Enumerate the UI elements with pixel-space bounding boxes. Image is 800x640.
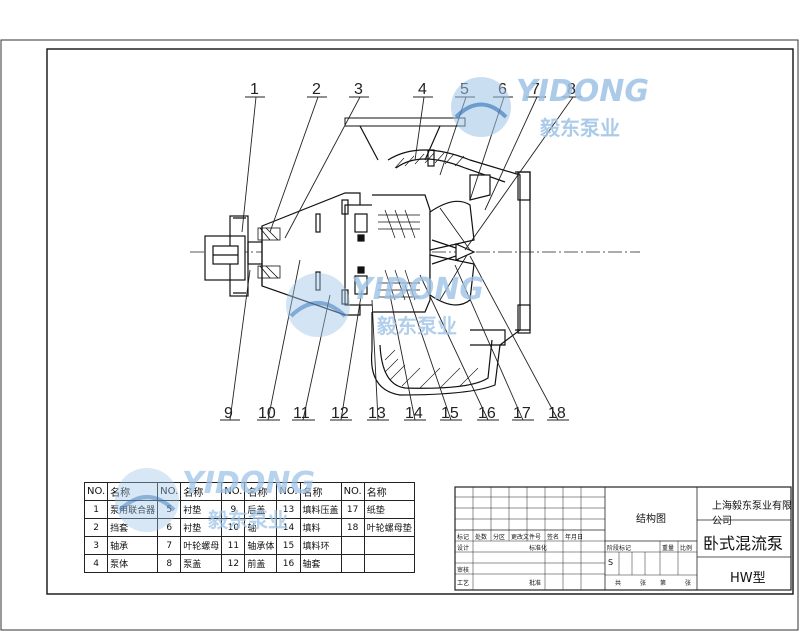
company-name: 上海毅东泵业有限公司 [712, 501, 792, 527]
header-no: NO. [83, 482, 109, 501]
watermark-logo: YIDONG 毅东泵业 [285, 270, 505, 342]
callout-13: 13 [368, 405, 386, 422]
callout-15: 15 [441, 405, 459, 422]
callout-4: 4 [418, 81, 427, 98]
drawing-frame [46, 48, 794, 595]
brand-text-cn: 毅东泵业 [208, 508, 288, 532]
header-name: 名称 [363, 482, 415, 501]
watermark-logo: YIDONG 毅东泵业 [448, 72, 668, 142]
logo-globe-icon [286, 273, 350, 337]
callout-12: 12 [331, 405, 349, 422]
pump-section-drawing [204, 117, 531, 396]
callout-numbers: 1 2 3 4 5 6 7 8 9 10 11 12 13 14 15 16 1… [224, 81, 576, 422]
callout-9: 9 [224, 405, 233, 422]
callout-7: 7 [531, 81, 540, 98]
callout-2: 2 [312, 81, 321, 98]
parts-table-header: NO.名称 NO.名称 NO.名称 NO.名称 NO.名称 [83, 482, 415, 501]
callout-11: 11 [293, 405, 310, 422]
product-name: 卧式混流泵 [703, 534, 784, 553]
logo-globe-icon [115, 468, 179, 532]
header-no: NO. [276, 482, 301, 501]
callout-16: 16 [478, 405, 496, 422]
logo-globe-icon [451, 77, 511, 137]
header-no: NO. [340, 482, 365, 501]
model-name: HW型 [730, 571, 766, 586]
callout-3: 3 [354, 81, 363, 98]
callout-10: 10 [258, 405, 276, 422]
callout-1: 1 [250, 81, 259, 98]
brand-text-cn: 毅东泵业 [540, 116, 620, 140]
callout-8: 8 [567, 81, 576, 98]
watermark-logo: YIDONG 毅东泵业 [112, 462, 342, 534]
brand-text: YIDONG [182, 466, 316, 501]
callout-18: 18 [548, 405, 566, 422]
brand-text: YIDONG [351, 272, 485, 307]
brand-text: YIDONG [516, 74, 650, 109]
brand-text-cn: 毅东泵业 [377, 314, 457, 338]
title-block-grid [454, 486, 792, 591]
callout-14: 14 [405, 405, 423, 422]
drawing-label: 结构图 [636, 514, 666, 525]
sheet-border [0, 39, 799, 631]
callout-17: 17 [513, 405, 531, 422]
